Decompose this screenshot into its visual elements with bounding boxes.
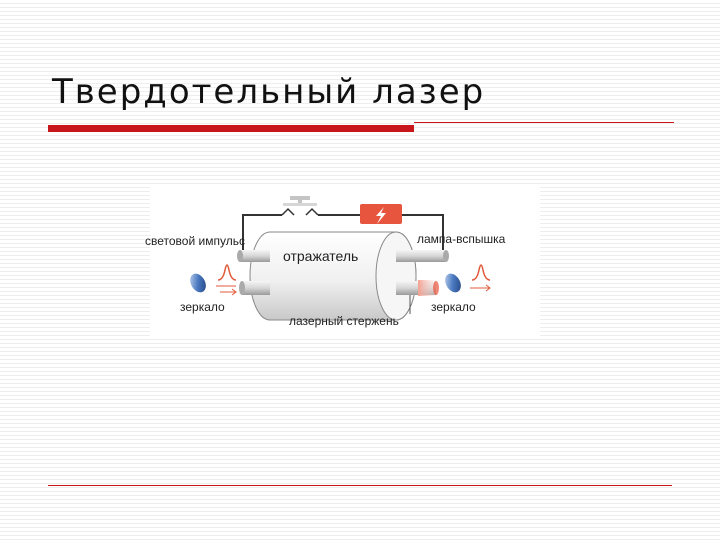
circuit-wires: [242, 214, 444, 250]
label-reflector: отражатель: [283, 248, 358, 264]
lightning-icon: [360, 204, 402, 224]
label-mirror-right: зеркало: [431, 300, 476, 314]
flash-lamp: [237, 250, 449, 262]
mirror-left: [190, 273, 206, 293]
switch-icon: [281, 196, 319, 216]
reflector: [249, 231, 417, 321]
light-pulse-icon-right: [470, 264, 491, 292]
title-underline-accent: [48, 125, 414, 132]
mirror-right: [445, 273, 461, 293]
label-laser-rod: лазерный стержень: [289, 314, 399, 328]
footer-rule: [48, 485, 672, 486]
title-underline-thin: [414, 122, 674, 123]
slide-title: Твердотельный лазер: [52, 72, 486, 112]
laser-rod: [239, 280, 442, 314]
label-light-pulse: световой импульс: [145, 234, 245, 248]
label-flash-lamp: лампа-вспышка: [417, 232, 506, 246]
label-mirror-left: зеркало: [180, 300, 225, 314]
light-pulse-icon: [216, 264, 237, 296]
